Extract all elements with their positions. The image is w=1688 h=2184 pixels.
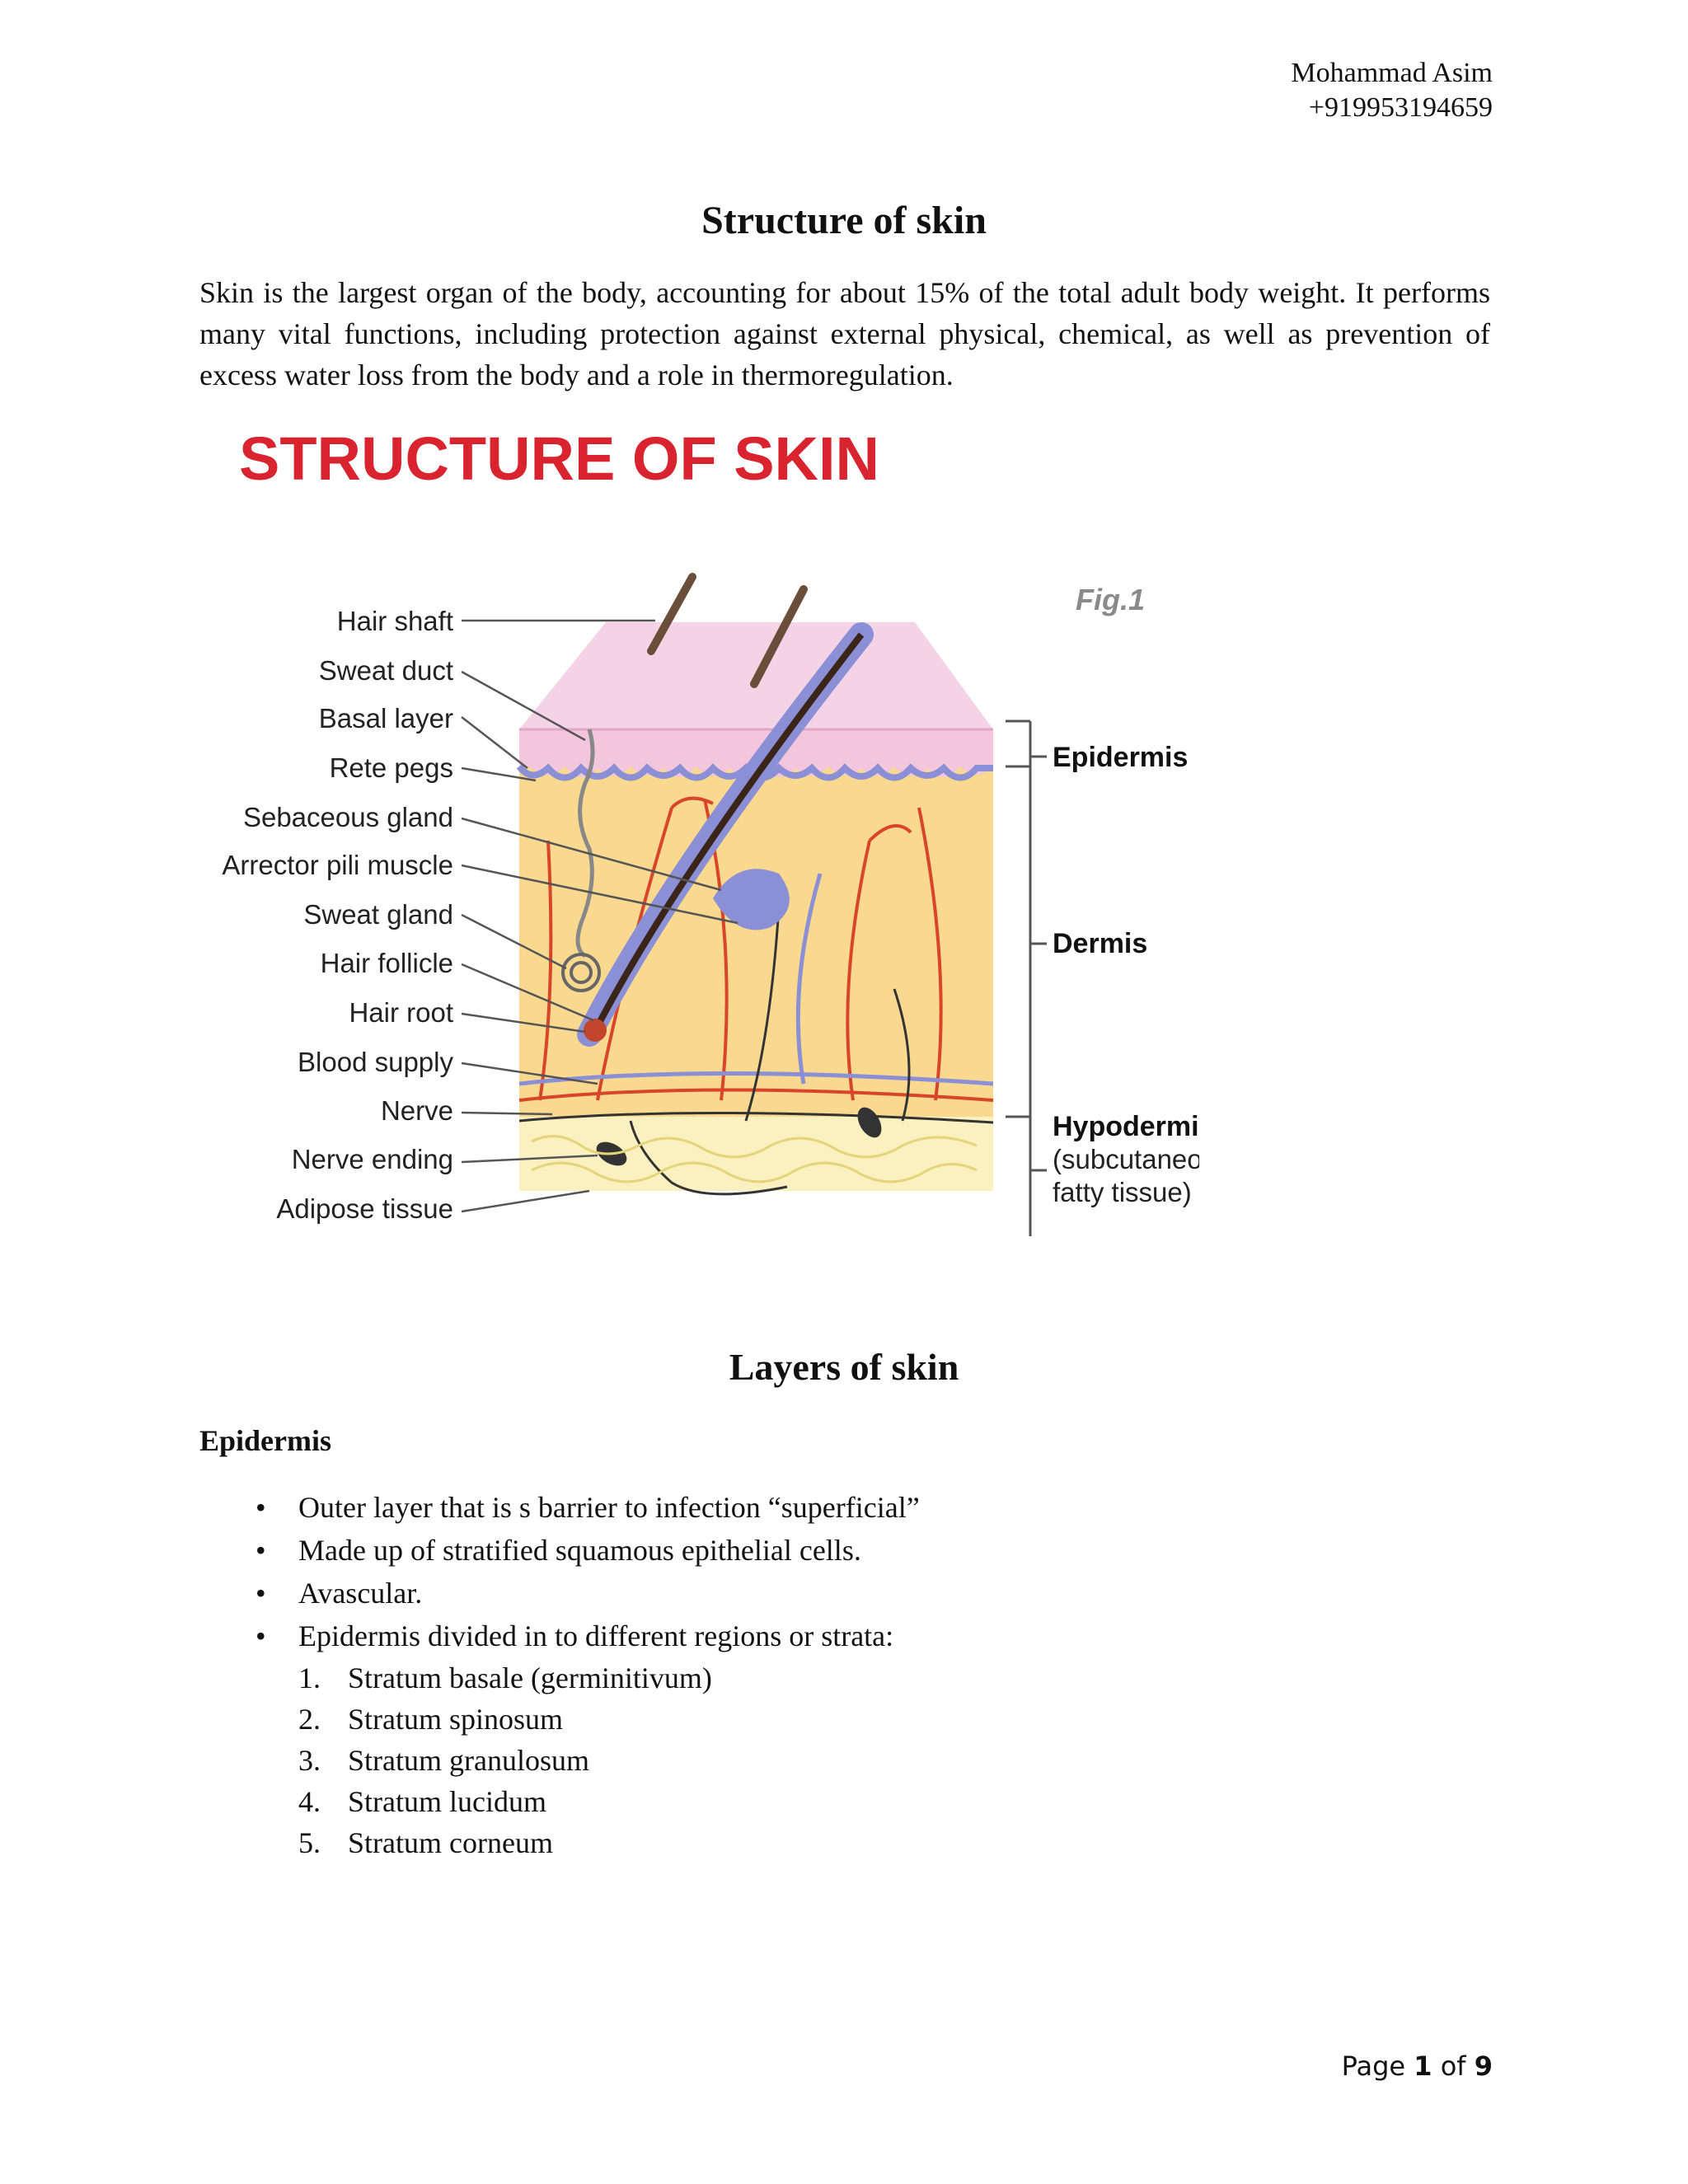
page-number: Page 1 of 9 (1341, 2050, 1493, 2082)
label-epidermis: Epidermis (1053, 742, 1188, 773)
hair-shafts (647, 573, 808, 688)
bullet-dot: • (256, 1534, 266, 1567)
label-nerve-ending: Nerve ending (292, 1144, 453, 1174)
label-hair-follicle: Hair follicle (321, 948, 453, 978)
intro-paragraph: Skin is the largest organ of the body, a… (199, 276, 1490, 391)
author-phone: +919953194659 (1308, 92, 1493, 123)
label-adipose-tissue: Adipose tissue (276, 1193, 453, 1224)
bullet-dot: • (256, 1577, 266, 1610)
sweat-duct (575, 729, 595, 958)
left-leader-lines (461, 619, 738, 1213)
sweat-gland-coil (561, 953, 601, 992)
figure-heading: STRUCTURE OF SKIN (239, 424, 879, 493)
label-hair-shaft: Hair shaft (337, 606, 453, 636)
list-item: •Outer layer that is s barrier to infect… (256, 1486, 920, 1529)
sebaceous-gland (713, 869, 790, 930)
page-title: Structure of skin (701, 199, 987, 242)
hair-root-bulb (584, 1019, 607, 1042)
strata-item: 5.Stratum corneum (298, 1826, 553, 1859)
label-nerve: Nerve (381, 1095, 453, 1126)
dermis-layer (519, 766, 993, 1117)
label-sebaceous-gland: Sebaceous gland (243, 802, 453, 832)
strata-list: 1.Stratum basale (germinitivum) 2.Stratu… (298, 1657, 920, 1863)
left-labels: Hair shaft Sweat duct Basal layer Rete p… (222, 606, 453, 1224)
section-title-layers: Layers of skin (729, 1346, 959, 1388)
bullet-dot: • (256, 1491, 266, 1524)
list-item: •Epidermis divided in to different regio… (256, 1615, 920, 1863)
hair-in-follicle (594, 632, 865, 1028)
label-basal-layer: Basal layer (319, 703, 453, 733)
epidermis-bullet-list: •Outer layer that is s barrier to infect… (256, 1486, 920, 1863)
nerve-ending-2 (857, 1107, 882, 1138)
bullet-dot: • (256, 1619, 266, 1652)
label-rete-pegs: Rete pegs (330, 752, 453, 783)
strata-item: 1.Stratum basale (germinitivum) (298, 1661, 712, 1694)
list-item: •Avascular. (256, 1572, 920, 1615)
label-hypodermis: Hypodermis (1053, 1111, 1199, 1142)
adipose-tissue (531, 1135, 978, 1183)
strata-item: 4.Stratum lucidum (298, 1785, 546, 1818)
label-arrector-pili-muscle: Arrector pili muscle (222, 850, 453, 880)
skin-block (516, 573, 994, 1196)
figure-number-label: Fig.1 (1076, 583, 1145, 616)
skin-structure-figure: STRUCTURE OF SKIN Fig.1 (210, 412, 1199, 1253)
label-hair-root: Hair root (349, 997, 453, 1028)
author-block: Mohammad Asim +919953194659 (1291, 56, 1493, 125)
layer-brackets (1006, 719, 1047, 1236)
strata-item: 2.Stratum spinosum (298, 1703, 564, 1736)
epidermis-heading: Epidermis (199, 1424, 332, 1457)
nerves (518, 906, 994, 1196)
blood-vessels (518, 796, 994, 1102)
label-sweat-gland: Sweat gland (303, 899, 453, 930)
label-hypodermis-sub1: (subcutaneous (1053, 1144, 1199, 1174)
label-hypodermis-sub2: fatty tissue) (1053, 1177, 1192, 1207)
blood-supply-blue (518, 873, 994, 1086)
label-blood-supply: Blood supply (298, 1047, 453, 1077)
author-name: Mohammad Asim (1291, 58, 1493, 88)
label-dermis: Dermis (1053, 928, 1147, 959)
strata-item: 3.Stratum granulosum (298, 1744, 589, 1777)
label-sweat-duct: Sweat duct (319, 655, 453, 686)
list-item: •Made up of stratified squamous epitheli… (256, 1529, 920, 1572)
